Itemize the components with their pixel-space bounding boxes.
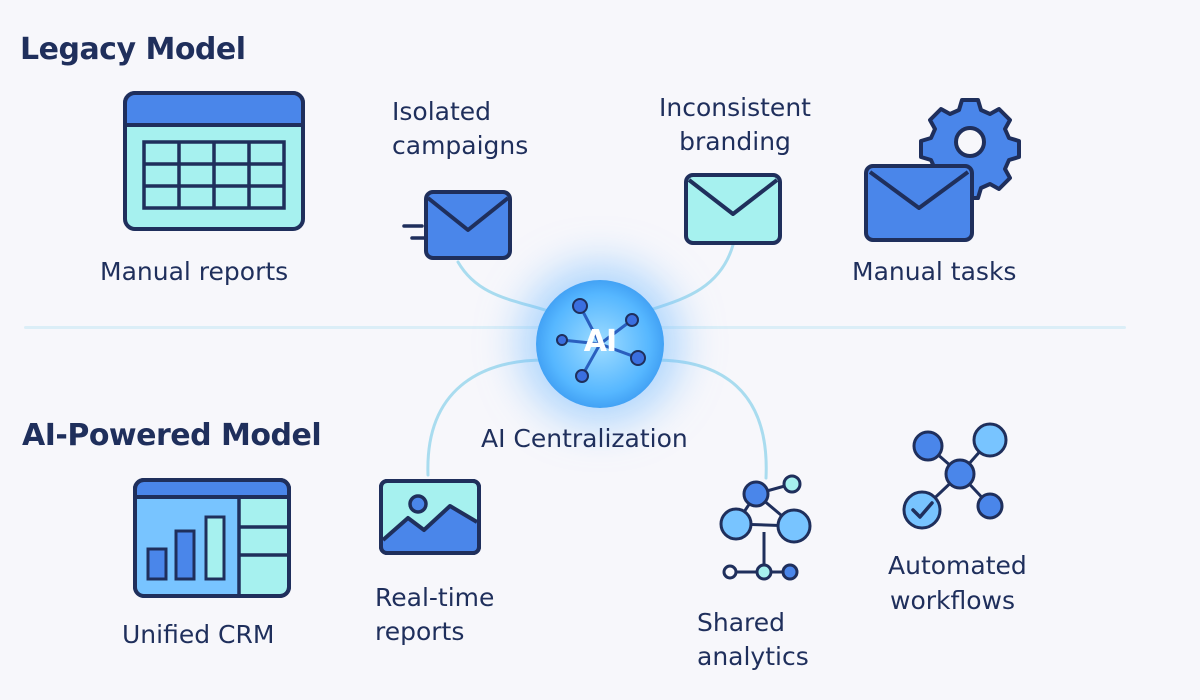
workflow-check-icon bbox=[902, 422, 1008, 530]
manual-reports-label: Manual reports bbox=[100, 257, 289, 286]
crm-chart-icon bbox=[133, 478, 291, 598]
email-fast-icon bbox=[402, 190, 512, 260]
connector-branding bbox=[648, 243, 735, 312]
shared-analytics-label-line2: analytics bbox=[697, 642, 809, 671]
automated-workflows-label-line1: Automated bbox=[888, 551, 1027, 580]
isolated-campaigns-label-line2: campaigns bbox=[392, 131, 529, 160]
shared-analytics-label-line1: Shared bbox=[697, 608, 786, 637]
manual-tasks-label: Manual tasks bbox=[852, 257, 1017, 286]
ai-centralization-label: AI Centralization bbox=[481, 424, 688, 453]
connector-realtime bbox=[426, 358, 547, 477]
realtime-reports-label-line1: Real-time bbox=[375, 583, 495, 612]
ai-hub-label: AI bbox=[583, 324, 617, 359]
inconsistent-branding-label-line1: Inconsistent bbox=[659, 93, 811, 122]
legacy-model-title: Legacy Model bbox=[20, 32, 246, 67]
envelope-icon bbox=[684, 173, 782, 245]
network-analytics-icon bbox=[719, 474, 812, 581]
connector-analytics bbox=[653, 358, 768, 480]
isolated-campaigns-label-line1: Isolated bbox=[392, 97, 492, 126]
ai-network-icon bbox=[556, 298, 646, 383]
unified-crm-label: Unified CRM bbox=[122, 620, 275, 649]
ai-hub: AI bbox=[536, 280, 664, 408]
inconsistent-branding-label-line2: branding bbox=[679, 127, 791, 156]
spreadsheet-icon bbox=[123, 91, 305, 231]
automated-workflows-label-line2: workflows bbox=[890, 586, 1016, 615]
ai-model-title: AI-Powered Model bbox=[22, 418, 322, 453]
envelope-gear-icon bbox=[864, 98, 1021, 242]
image-report-icon bbox=[379, 479, 481, 555]
realtime-reports-label-line2: reports bbox=[375, 617, 465, 646]
